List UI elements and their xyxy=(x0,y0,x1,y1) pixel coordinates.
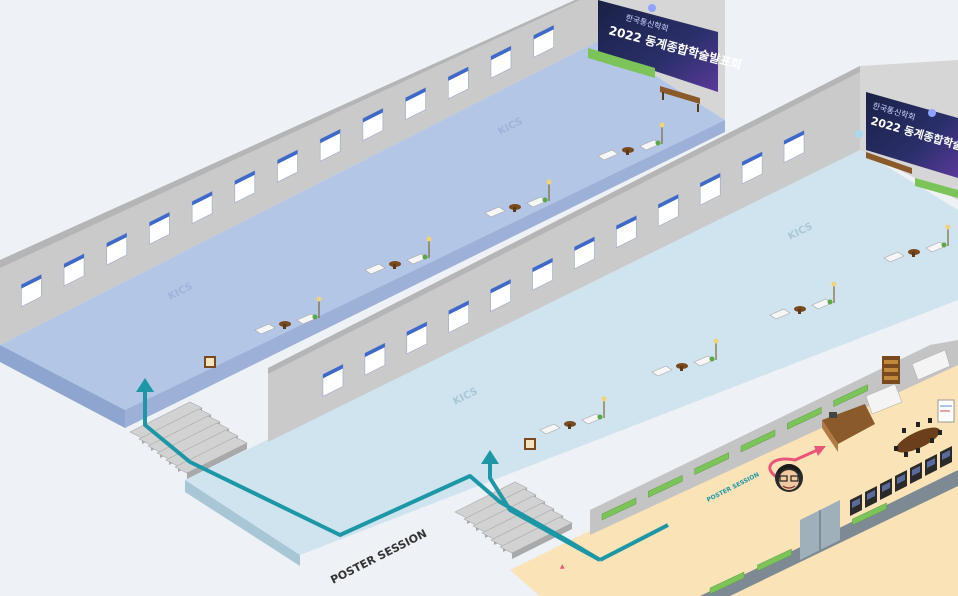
upper-hedge xyxy=(588,48,655,78)
lower-poster[interactable] xyxy=(448,300,470,334)
upper-poster[interactable] xyxy=(191,191,213,225)
upper-poster[interactable] xyxy=(490,45,512,79)
lobby-sofa-2 xyxy=(865,383,903,415)
lower-floor-edge xyxy=(185,480,300,566)
lower-poster[interactable] xyxy=(532,257,553,291)
lobby-reception-counter[interactable] xyxy=(822,404,875,452)
lower-poster[interactable] xyxy=(699,172,721,206)
upper-poster[interactable] xyxy=(277,149,298,183)
upper-poster[interactable] xyxy=(149,211,170,245)
lower-poster[interactable] xyxy=(406,321,428,355)
lounge-set xyxy=(254,296,322,335)
lobby-marker: ▲ xyxy=(560,563,565,570)
upper-poster[interactable] xyxy=(63,253,85,287)
lobby-meeting-table xyxy=(894,418,942,457)
upper-lounge-sets xyxy=(254,122,665,335)
hedge xyxy=(757,548,792,572)
upper-floor-edge-left xyxy=(0,345,125,428)
hedge xyxy=(648,474,683,498)
upper-banner-logo-icon xyxy=(648,4,656,12)
hedge xyxy=(833,384,868,408)
lobby-hedges xyxy=(601,384,868,521)
lobby-whiteboard xyxy=(937,399,955,423)
lower-poster[interactable] xyxy=(783,130,805,164)
lower-hall-floor[interactable] xyxy=(185,150,958,555)
upper-wall-top-edge xyxy=(0,0,580,268)
lower-poster[interactable] xyxy=(322,363,344,397)
upper-poster-row xyxy=(21,24,554,308)
upper-poster[interactable] xyxy=(319,128,341,162)
upper-hall: 한국통신학회 2022 동계종합학술발표회 KICS KICS xyxy=(0,0,743,428)
lower-stairs[interactable] xyxy=(454,481,573,559)
upper-hall-floor[interactable] xyxy=(0,40,725,410)
hedge xyxy=(694,452,729,476)
lower-info-sign[interactable] xyxy=(524,438,536,450)
lower-poster[interactable] xyxy=(616,215,637,249)
upper-poster[interactable] xyxy=(447,66,469,100)
lower-poster[interactable] xyxy=(490,278,511,312)
lower-wall-top-edge xyxy=(268,66,860,374)
upper-floor-edge-right xyxy=(125,120,725,428)
upper-poster[interactable] xyxy=(405,87,426,121)
lounge-set xyxy=(597,122,665,161)
hedge xyxy=(601,497,637,521)
upper-poster[interactable] xyxy=(234,170,256,204)
upper-reception-desk xyxy=(660,86,718,112)
lower-poster-row xyxy=(322,130,805,397)
lounge-set xyxy=(769,281,837,320)
lobby-bookshelf xyxy=(882,356,900,384)
lobby-entrance-door[interactable] xyxy=(800,500,840,560)
lobby-arcade-machines xyxy=(850,446,952,516)
up-arrow-icon-lower[interactable] xyxy=(481,450,499,464)
lounge-set xyxy=(484,179,552,218)
hedge xyxy=(709,571,745,595)
upper-poster[interactable] xyxy=(106,232,128,266)
navigation-path xyxy=(143,385,669,562)
lower-poster[interactable] xyxy=(741,151,763,185)
lounge-set xyxy=(364,236,432,275)
lobby: POSTER SESSION ▲ xyxy=(510,340,958,596)
upper-poster[interactable] xyxy=(21,274,42,308)
lower-banner-logo-icon xyxy=(928,109,936,117)
lower-reception-desk xyxy=(855,130,958,198)
lower-poster[interactable] xyxy=(574,236,595,270)
avatar-face-icon[interactable] xyxy=(775,464,803,492)
lounge-set xyxy=(539,396,607,435)
upper-poster[interactable] xyxy=(362,107,384,141)
lobby-sofa-1 xyxy=(911,349,951,381)
lower-poster[interactable] xyxy=(657,193,679,227)
lower-lounge-sets xyxy=(539,224,951,435)
up-arrow-icon[interactable] xyxy=(136,378,154,392)
hedge xyxy=(740,429,776,453)
lower-banner[interactable]: 한국통신학회 2022 동계종합학술발표회 xyxy=(866,92,958,178)
lower-hall: 한국통신학회 2022 동계종합학술발표회 KICS KICS xyxy=(185,60,958,566)
upper-info-sign[interactable] xyxy=(204,356,216,368)
hedge xyxy=(852,502,887,526)
hedge xyxy=(787,406,822,430)
lower-poster[interactable] xyxy=(364,342,386,376)
lounge-set xyxy=(883,224,951,263)
lounge-set xyxy=(651,338,719,377)
upper-poster[interactable] xyxy=(533,24,554,58)
